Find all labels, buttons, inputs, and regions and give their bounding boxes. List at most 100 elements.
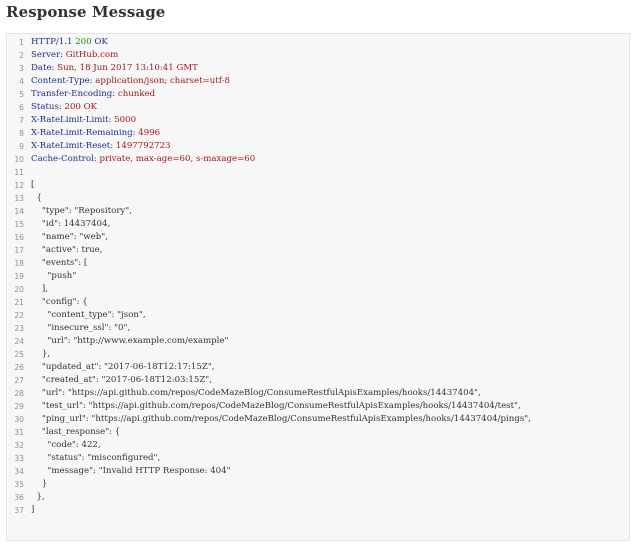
code-line: 37] — [7, 504, 629, 517]
line-number: 14 — [14, 207, 24, 216]
line-number: 31 — [14, 428, 24, 437]
code-token: Transfer-Encoding: — [31, 89, 118, 99]
line-number: 9 — [19, 142, 24, 151]
line-text: Transfer-Encoding: chunked — [31, 88, 155, 101]
code-token: ], — [31, 284, 49, 294]
code-line: 35 } — [7, 478, 629, 491]
code-line: 33 "status": "misconfigured", — [7, 452, 629, 465]
code-token: X-RateLimit-Remaining: — [31, 128, 139, 138]
code-line: 8 X-RateLimit-Remaining: 4996 — [7, 127, 629, 140]
page-title: Response Message — [6, 3, 166, 21]
code-line: 28 "url": "https://api.github.com/repos/… — [7, 387, 629, 400]
code-token: "active": true, — [31, 245, 103, 255]
code-line: 13 { — [7, 192, 629, 205]
line-text: ] — [31, 504, 34, 517]
line-text: X-RateLimit-Reset: 1497792723 — [31, 140, 171, 153]
code-token: "id": 14437404, — [31, 219, 111, 229]
line-text: Content-Type: application/json; charset=… — [31, 75, 230, 88]
line-number: 17 — [14, 246, 24, 255]
code-token: OK — [91, 37, 108, 47]
code-token: } — [31, 479, 48, 489]
line-number: 1 — [19, 38, 24, 47]
code-token: { — [31, 193, 42, 203]
line-text: "events": [ — [31, 257, 87, 270]
code-token: "last_response": { — [31, 427, 121, 437]
line-text: "url": "http://www.example.com/example" — [31, 335, 228, 348]
line-text: ], — [31, 283, 48, 296]
code-token: Date: — [31, 63, 58, 73]
line-text: "url": "https://api.github.com/repos/Cod… — [31, 387, 481, 400]
code-token: X-RateLimit-Limit: — [31, 115, 115, 125]
line-text: HTTP/1.1 200 OK — [31, 36, 108, 49]
code-line: 26 "updated_at": "2017-06-18T12:17:15Z", — [7, 361, 629, 374]
code-token: "updated_at": "2017-06-18T12:17:15Z", — [31, 362, 215, 372]
code-line: 24 "url": "http://www.example.com/exampl… — [7, 335, 629, 348]
line-text: "push" — [31, 270, 76, 283]
line-number: 10 — [14, 155, 24, 164]
line-number: 6 — [19, 103, 24, 112]
code-token: "content_type": "json", — [31, 310, 146, 320]
code-line: 25 }, — [7, 348, 629, 361]
line-text: "created_at": "2017-06-18T12:03:15Z", — [31, 374, 212, 387]
code-line: 19 "push" — [7, 270, 629, 283]
code-token: "created_at": "2017-06-18T12:03:15Z", — [31, 375, 212, 385]
code-token: GitHub.com — [65, 50, 119, 60]
code-token: "message": "Invalid HTTP Response: 404" — [31, 466, 231, 476]
line-number: 30 — [14, 415, 24, 424]
code-token: "name": "web", — [31, 232, 108, 242]
code-token: "test_url": "https://api.github.com/repo… — [31, 401, 521, 411]
line-text: "config": { — [31, 296, 88, 309]
line-number: 19 — [14, 272, 24, 281]
line-number: 12 — [14, 181, 24, 190]
code-line: 11 — [7, 166, 629, 179]
code-line: 29 "test_url": "https://api.github.com/r… — [7, 400, 629, 413]
line-text: "last_response": { — [31, 426, 120, 439]
code-token: "push" — [31, 271, 77, 281]
line-number: 29 — [14, 402, 24, 411]
line-number: 8 — [19, 129, 24, 138]
code-token: }, — [31, 349, 51, 359]
line-text: "insecure_ssl": "0", — [31, 322, 130, 335]
line-text: [ — [31, 179, 34, 192]
code-token: 1497792723 — [115, 141, 171, 151]
code-line: 15 "id": 14437404, — [7, 218, 629, 231]
line-text: } — [31, 478, 47, 491]
line-number: 26 — [14, 363, 24, 372]
line-text: "message": "Invalid HTTP Response: 404" — [31, 465, 231, 478]
code-token: private, max-age=60, s-maxage=60 — [99, 154, 256, 164]
line-number: 18 — [14, 259, 24, 268]
line-text: X-RateLimit-Limit: 5000 — [31, 114, 136, 127]
code-line: 22 "content_type": "json", — [7, 309, 629, 322]
line-number: 27 — [14, 376, 24, 385]
code-token: "status": "misconfigured", — [31, 453, 161, 463]
code-token: "insecure_ssl": "0", — [31, 323, 131, 333]
line-text: "updated_at": "2017-06-18T12:17:15Z", — [31, 361, 215, 374]
line-text: Server: GitHub.com — [31, 49, 118, 62]
line-number: 36 — [14, 493, 24, 502]
code-token: Cache-Control: — [31, 154, 100, 164]
code-line: 34 "message": "Invalid HTTP Response: 40… — [7, 465, 629, 478]
line-number: 4 — [19, 77, 24, 86]
line-text: X-RateLimit-Remaining: 4996 — [31, 127, 160, 140]
line-number: 22 — [14, 311, 24, 320]
code-line: 9 X-RateLimit-Reset: 1497792723 — [7, 140, 629, 153]
line-number: 28 — [14, 389, 24, 398]
line-number: 5 — [19, 90, 24, 99]
code-token: X-RateLimit-Reset: — [31, 141, 116, 151]
line-text: "id": 14437404, — [31, 218, 110, 231]
code-token: "url": "https://api.github.com/repos/Cod… — [31, 388, 481, 398]
code-token: 200 OK — [64, 102, 98, 112]
code-line: 17 "active": true, — [7, 244, 629, 257]
line-number: 20 — [14, 285, 24, 294]
line-number: 23 — [14, 324, 24, 333]
code-line: 27 "created_at": "2017-06-18T12:03:15Z", — [7, 374, 629, 387]
line-text: }, — [31, 348, 50, 361]
line-text: "active": true, — [31, 244, 103, 257]
code-token: Status: — [31, 102, 65, 112]
code-line: 1 HTTP/1.1 200 OK — [7, 36, 629, 49]
code-line: 16 "name": "web", — [7, 231, 629, 244]
line-text: { — [31, 192, 42, 205]
line-number: 15 — [14, 220, 24, 229]
line-text: "content_type": "json", — [31, 309, 146, 322]
